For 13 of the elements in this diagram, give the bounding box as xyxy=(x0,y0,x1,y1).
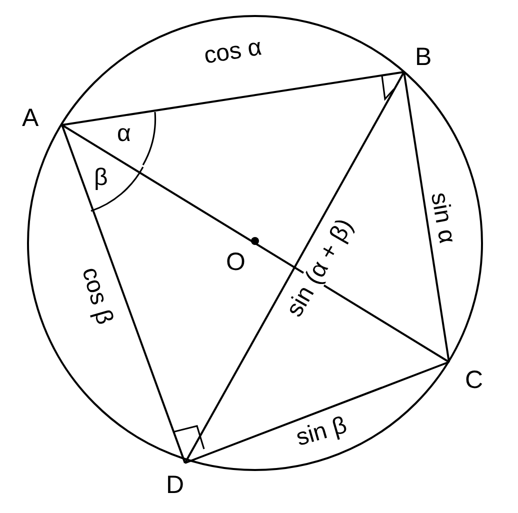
vertex-label: D xyxy=(166,473,184,498)
vertex-label: C xyxy=(465,368,484,393)
line-segment xyxy=(403,72,450,362)
line-segment xyxy=(61,124,450,363)
vertex-label: B xyxy=(415,45,432,70)
line-segment xyxy=(61,124,186,464)
angle-label: β xyxy=(93,166,109,190)
line-segment xyxy=(184,361,450,464)
point-label: O xyxy=(225,250,246,274)
vertex-label: A xyxy=(22,106,39,131)
line-segment xyxy=(184,72,405,464)
line-segment xyxy=(62,71,404,126)
angle-label: α xyxy=(116,122,132,146)
